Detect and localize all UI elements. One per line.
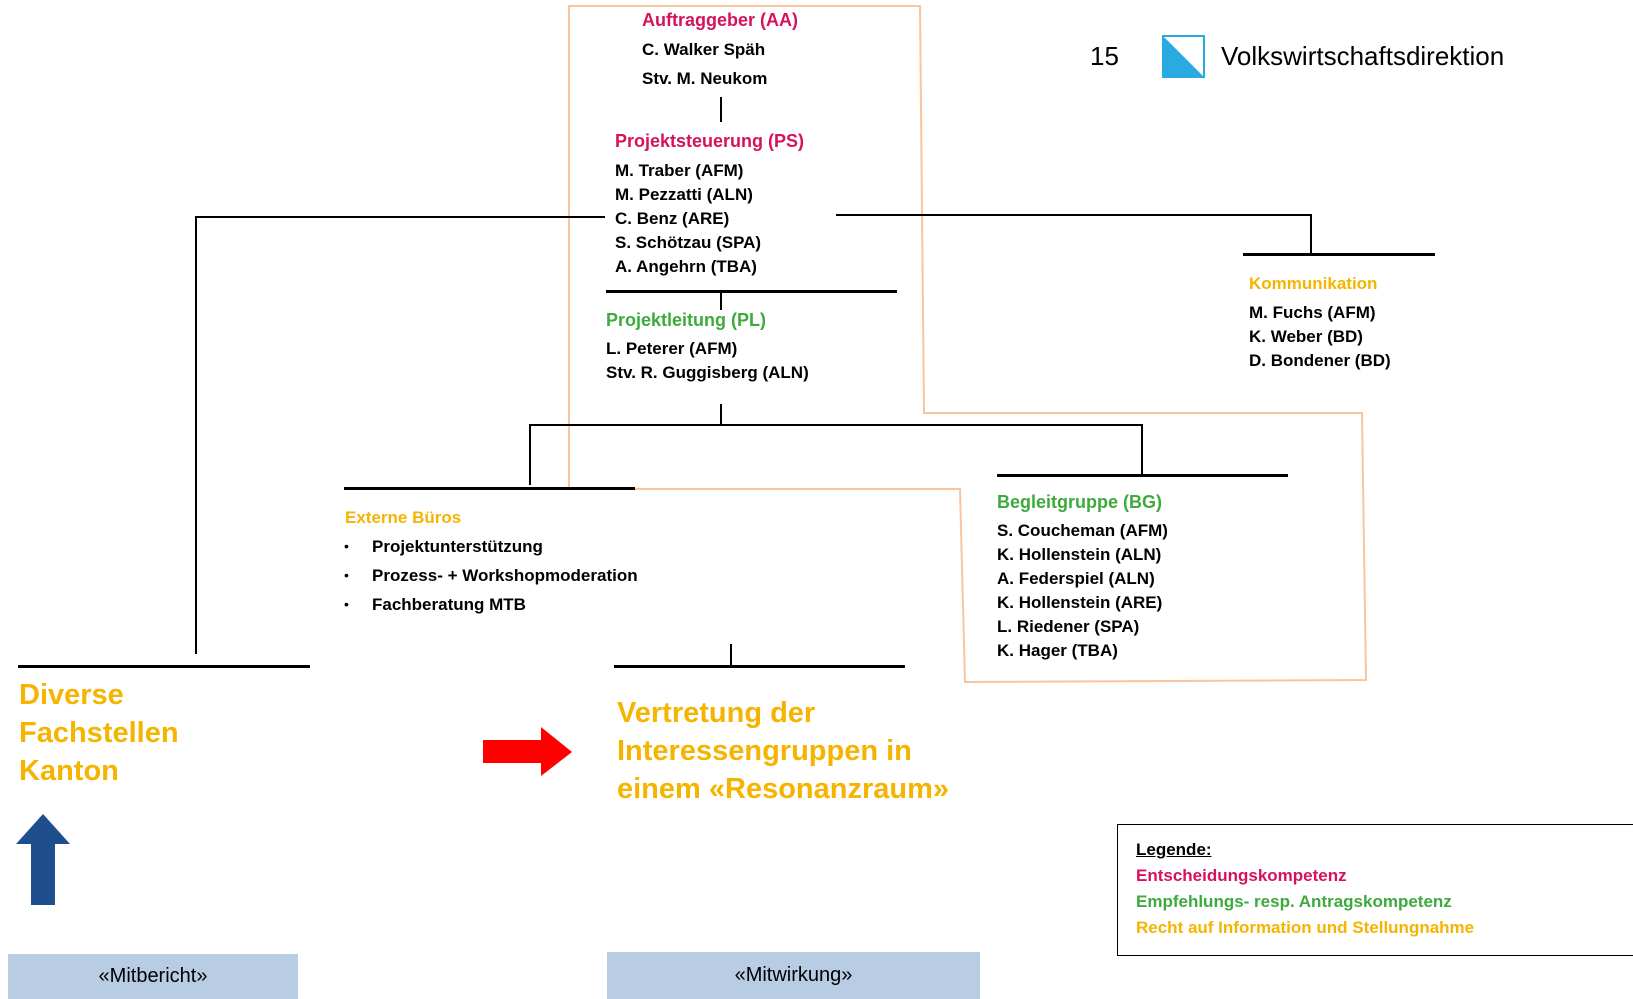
- connector-ps-pl: [720, 292, 722, 310]
- legend-box: Legende: Entscheidungskompetenz Empfehlu…: [1117, 824, 1633, 956]
- ps-members: M. Traber (AFM) M. Pezzatti (ALN) C. Ben…: [615, 159, 761, 279]
- connector-left-down: [195, 216, 197, 654]
- ps-pl-separator: [606, 290, 897, 293]
- bg-members: S. Coucheman (AFM) K. Hollenstein (ALN) …: [997, 519, 1168, 663]
- bg-title: Begleitgruppe (BG): [997, 492, 1162, 512]
- connector-ps-left: [195, 216, 605, 218]
- pl-title: Projektleitung (PL): [606, 310, 767, 330]
- kommunikation-bar: [1243, 253, 1435, 256]
- bg-bar: [997, 474, 1288, 477]
- aa-title: Auftraggeber (AA): [642, 10, 798, 30]
- pl-member: Stv. R. Guggisberg (ALN): [606, 363, 809, 382]
- externe-item: Fachberatung MTB: [344, 590, 638, 619]
- bg-member: A. Federspiel (ALN): [997, 569, 1155, 588]
- fachstellen-line: Kanton: [19, 755, 119, 787]
- legend-recht: Recht auf Information und Stellungnahme: [1136, 918, 1475, 937]
- mitwirkung-tab: «Mitwirkung»: [607, 952, 980, 999]
- ps-member: M. Traber (AFM): [615, 161, 744, 180]
- connector-pl-down: [720, 404, 722, 426]
- kommunikation-title: Kommunikation: [1249, 274, 1378, 293]
- fachstellen-line: Fachstellen: [19, 717, 179, 749]
- kommunikation-member: M. Fuchs (AFM): [1249, 303, 1376, 322]
- mitbericht-tab: «Mitbericht»: [8, 954, 298, 999]
- connector-vertretung: [730, 644, 732, 666]
- connector-right-down: [1310, 214, 1312, 254]
- legend-entscheidung: Entscheidungskompetenz: [1136, 866, 1347, 885]
- kommunikation-members: M. Fuchs (AFM) K. Weber (BD) D. Bondener…: [1249, 301, 1391, 373]
- bg-member: K. Hager (TBA): [997, 641, 1118, 660]
- vertretung-line: einem «Resonanzraum»: [617, 773, 950, 805]
- fachstellen-line: Diverse: [19, 679, 124, 711]
- pl-member: L. Peterer (AFM): [606, 339, 738, 358]
- vertretung-line: Vertretung der: [617, 697, 816, 729]
- pl-members: L. Peterer (AFM) Stv. R. Guggisberg (ALN…: [606, 337, 809, 385]
- kommunikation-member: K. Weber (BD): [1249, 327, 1363, 346]
- externe-item: Prozess- + Workshopmoderation: [344, 561, 638, 590]
- vertretung-bar: [614, 665, 905, 668]
- connector-split-left: [529, 424, 531, 485]
- kommunikation-member: D. Bondener (BD): [1249, 351, 1391, 370]
- externe-title: Externe Büros: [345, 508, 462, 527]
- vertretung-line: Interessengruppen in: [617, 735, 912, 767]
- externe-item: Projektunterstützung: [344, 532, 638, 561]
- connector-ps-right: [836, 214, 1312, 216]
- canton-zurich-logo-icon: [1162, 35, 1205, 78]
- ps-member: S. Schötzau (SPA): [615, 233, 762, 252]
- ps-member: A. Angehrn (TBA): [615, 257, 757, 276]
- connector-split-right: [1141, 424, 1143, 476]
- ps-member: C. Benz (ARE): [615, 209, 730, 228]
- legend-title: Legende:: [1136, 840, 1212, 859]
- bg-member: K. Hollenstein (ALN): [997, 545, 1162, 564]
- arrow-right-icon: [483, 727, 572, 776]
- arrow-up-icon: [16, 814, 70, 905]
- fachstellen-bar: [18, 665, 310, 668]
- connector-aa-ps: [720, 97, 722, 122]
- page-number: 15: [1090, 41, 1119, 71]
- externe-list: Projektunterstützung Prozess- + Workshop…: [344, 532, 638, 619]
- bg-member: L. Riedener (SPA): [997, 617, 1140, 636]
- aa-member: C. Walker Späh: [642, 40, 766, 59]
- bg-member: K. Hollenstein (ARE): [997, 593, 1163, 612]
- vertretung-text: Vertretung der Interessengruppen in eine…: [617, 694, 949, 808]
- legend-empfehlung: Empfehlungs- resp. Antragskompetenz: [1136, 892, 1452, 911]
- externe-bar: [344, 487, 635, 490]
- department-name: Volkswirtschaftsdirektion: [1221, 41, 1505, 71]
- connector-split: [529, 424, 1143, 426]
- ps-title: Projektsteuerung (PS): [615, 131, 805, 151]
- aa-member: Stv. M. Neukom: [642, 69, 768, 88]
- fachstellen-text: Diverse Fachstellen Kanton: [19, 676, 179, 790]
- ps-member: M. Pezzatti (ALN): [615, 185, 753, 204]
- bg-member: S. Coucheman (AFM): [997, 521, 1168, 540]
